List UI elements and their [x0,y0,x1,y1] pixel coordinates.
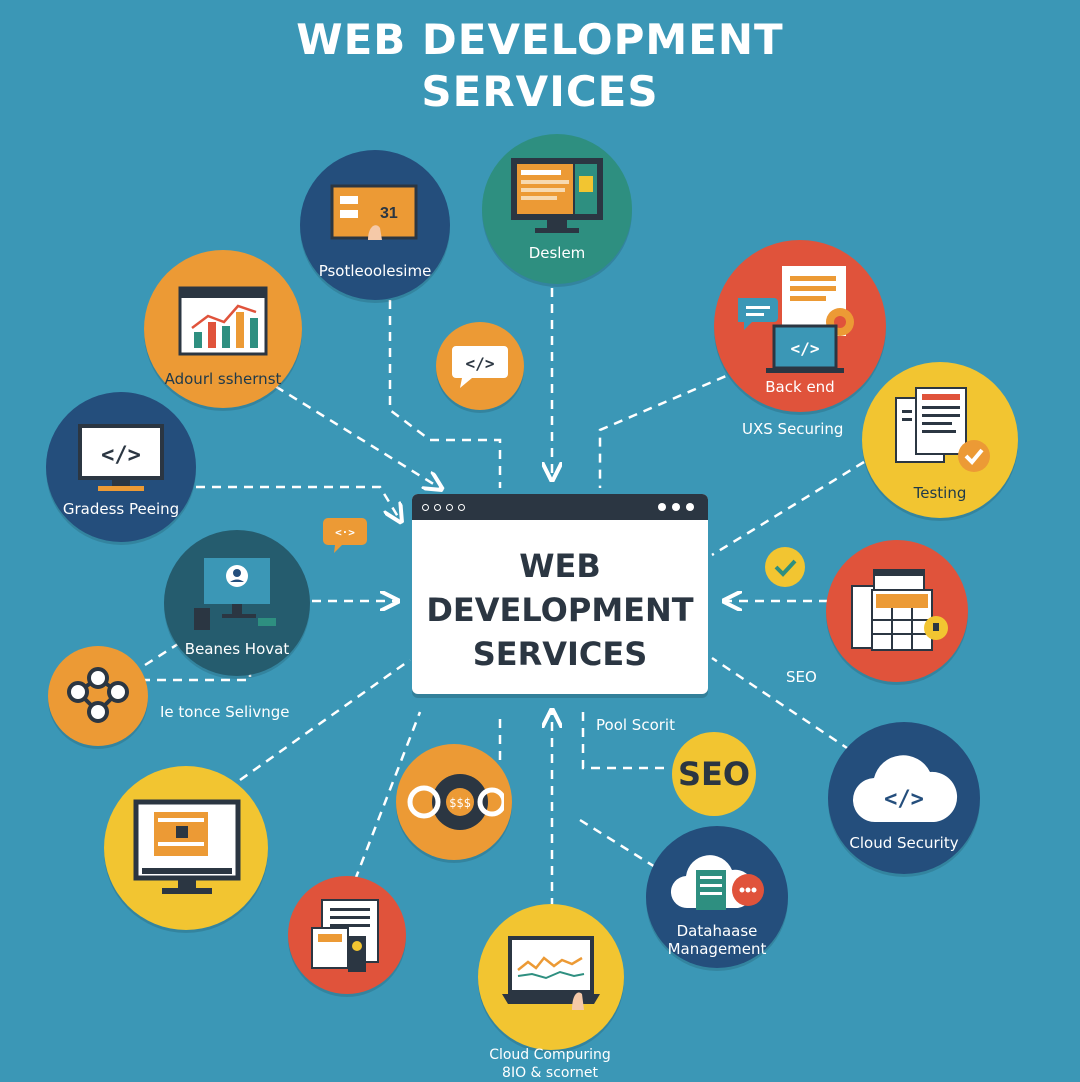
analytics-chart-icon [178,286,268,356]
center-title: WEB DEVELOPMENT SERVICES [426,547,694,673]
connector-adout [261,376,440,488]
database-cloud-icon [670,855,764,910]
node-calc [826,540,968,682]
connector-testing [711,460,865,557]
testing-checklist-icon [895,387,990,472]
design-monitor-icon [511,158,603,233]
node-yellow-monitor [104,766,268,930]
label-cloud-computing: Cloud Compuring 8IO & scornet [489,1047,611,1081]
node-design: Deslem [482,134,632,284]
svg-text:31: 31 [380,205,398,222]
node-adout-label: Adourl sshernst [164,370,282,388]
node-docs [288,876,406,994]
node-cloud-comp [478,904,624,1050]
node-db-label: Datahaase Management [667,922,767,958]
code-monitor-icon: </> [78,424,164,491]
documents-icon [311,899,379,972]
node-testing: Testing [862,362,1018,518]
touch-laptop-icon [502,936,600,1010]
node-gradess: </> Gradess Peeing [46,392,196,542]
window-dot-icon [658,503,666,511]
node-gradess-label: Gradess Peeing [62,500,180,518]
svg-text:</>: </> [791,339,820,358]
interactive-display-icon: 31 [330,184,418,240]
label-ie-tonce: Ie tonce Selivnge [160,703,290,721]
node-beanes: Beanes Hovat [164,530,310,676]
node-orange-gears: $$$ [396,744,512,860]
svg-text:</>: </> [466,354,495,373]
gears-network-icon [67,667,129,723]
small-code-bubble-icon: <·> [323,518,367,553]
window-dot-icon [672,503,680,511]
connector-yellow-monitor [239,658,411,782]
check-circle-icon [765,547,805,587]
node-backend-label: Back end [765,378,835,396]
connector-cloudsec [711,656,851,752]
connector-docs [353,711,422,881]
user-monitor-icon [194,558,276,630]
node-design-label: Deslem [528,244,586,262]
svg-text:<·>: <·> [335,526,355,539]
window-dot-icon [446,504,453,511]
node-post: 31 Psotleoolesime [300,150,450,300]
code-bubble-icon: </> [452,346,508,388]
window-dot-icon [434,504,441,511]
label-uxs-securing: UXS Securing [742,420,844,438]
center-window: WEB DEVELOPMENT SERVICES [412,494,708,694]
svg-text:$$$: $$$ [449,796,471,810]
node-cloud-sec-label: Cloud Security [849,834,959,852]
label-seo-text: SEO [786,668,817,686]
node-beanes-label: Beanes Hovat [184,640,290,658]
connector-backend [598,368,741,488]
page-title: WEB DEVELOPMENT SERVICES [296,15,784,116]
window-dot-icon [422,504,429,511]
seo-badge: SEO [672,732,756,816]
node-gears [48,646,148,746]
node-cloud-sec: </> Cloud Security [828,722,980,874]
calculator-spreadsheet-icon [851,569,948,651]
node-adout: Adourl sshernst [144,250,302,408]
node-backend: </> Back end [714,240,886,412]
center-window-bar [412,494,708,520]
node-post-label: Psotleoolesime [318,262,432,280]
cog-gears-icon: $$$ [407,774,504,830]
connector-seo [581,712,670,770]
connector-gradess [196,485,400,520]
window-dot-icon [458,504,465,511]
node-code-bubble: </> [436,322,524,410]
svg-text:</>: </> [101,443,141,468]
node-db: Datahaase Management [646,826,788,968]
cloud-code-icon: </> [852,755,958,823]
svg-text:</>: </> [884,787,924,812]
connector-post [388,300,502,488]
connector-db [579,818,661,872]
webpage-monitor-icon [133,799,241,894]
label-pool-scorit: Pool Scorit [596,716,675,734]
node-testing-label: Testing [913,484,967,502]
backend-code-icon: </> [738,266,854,373]
window-dot-icon [686,503,694,511]
